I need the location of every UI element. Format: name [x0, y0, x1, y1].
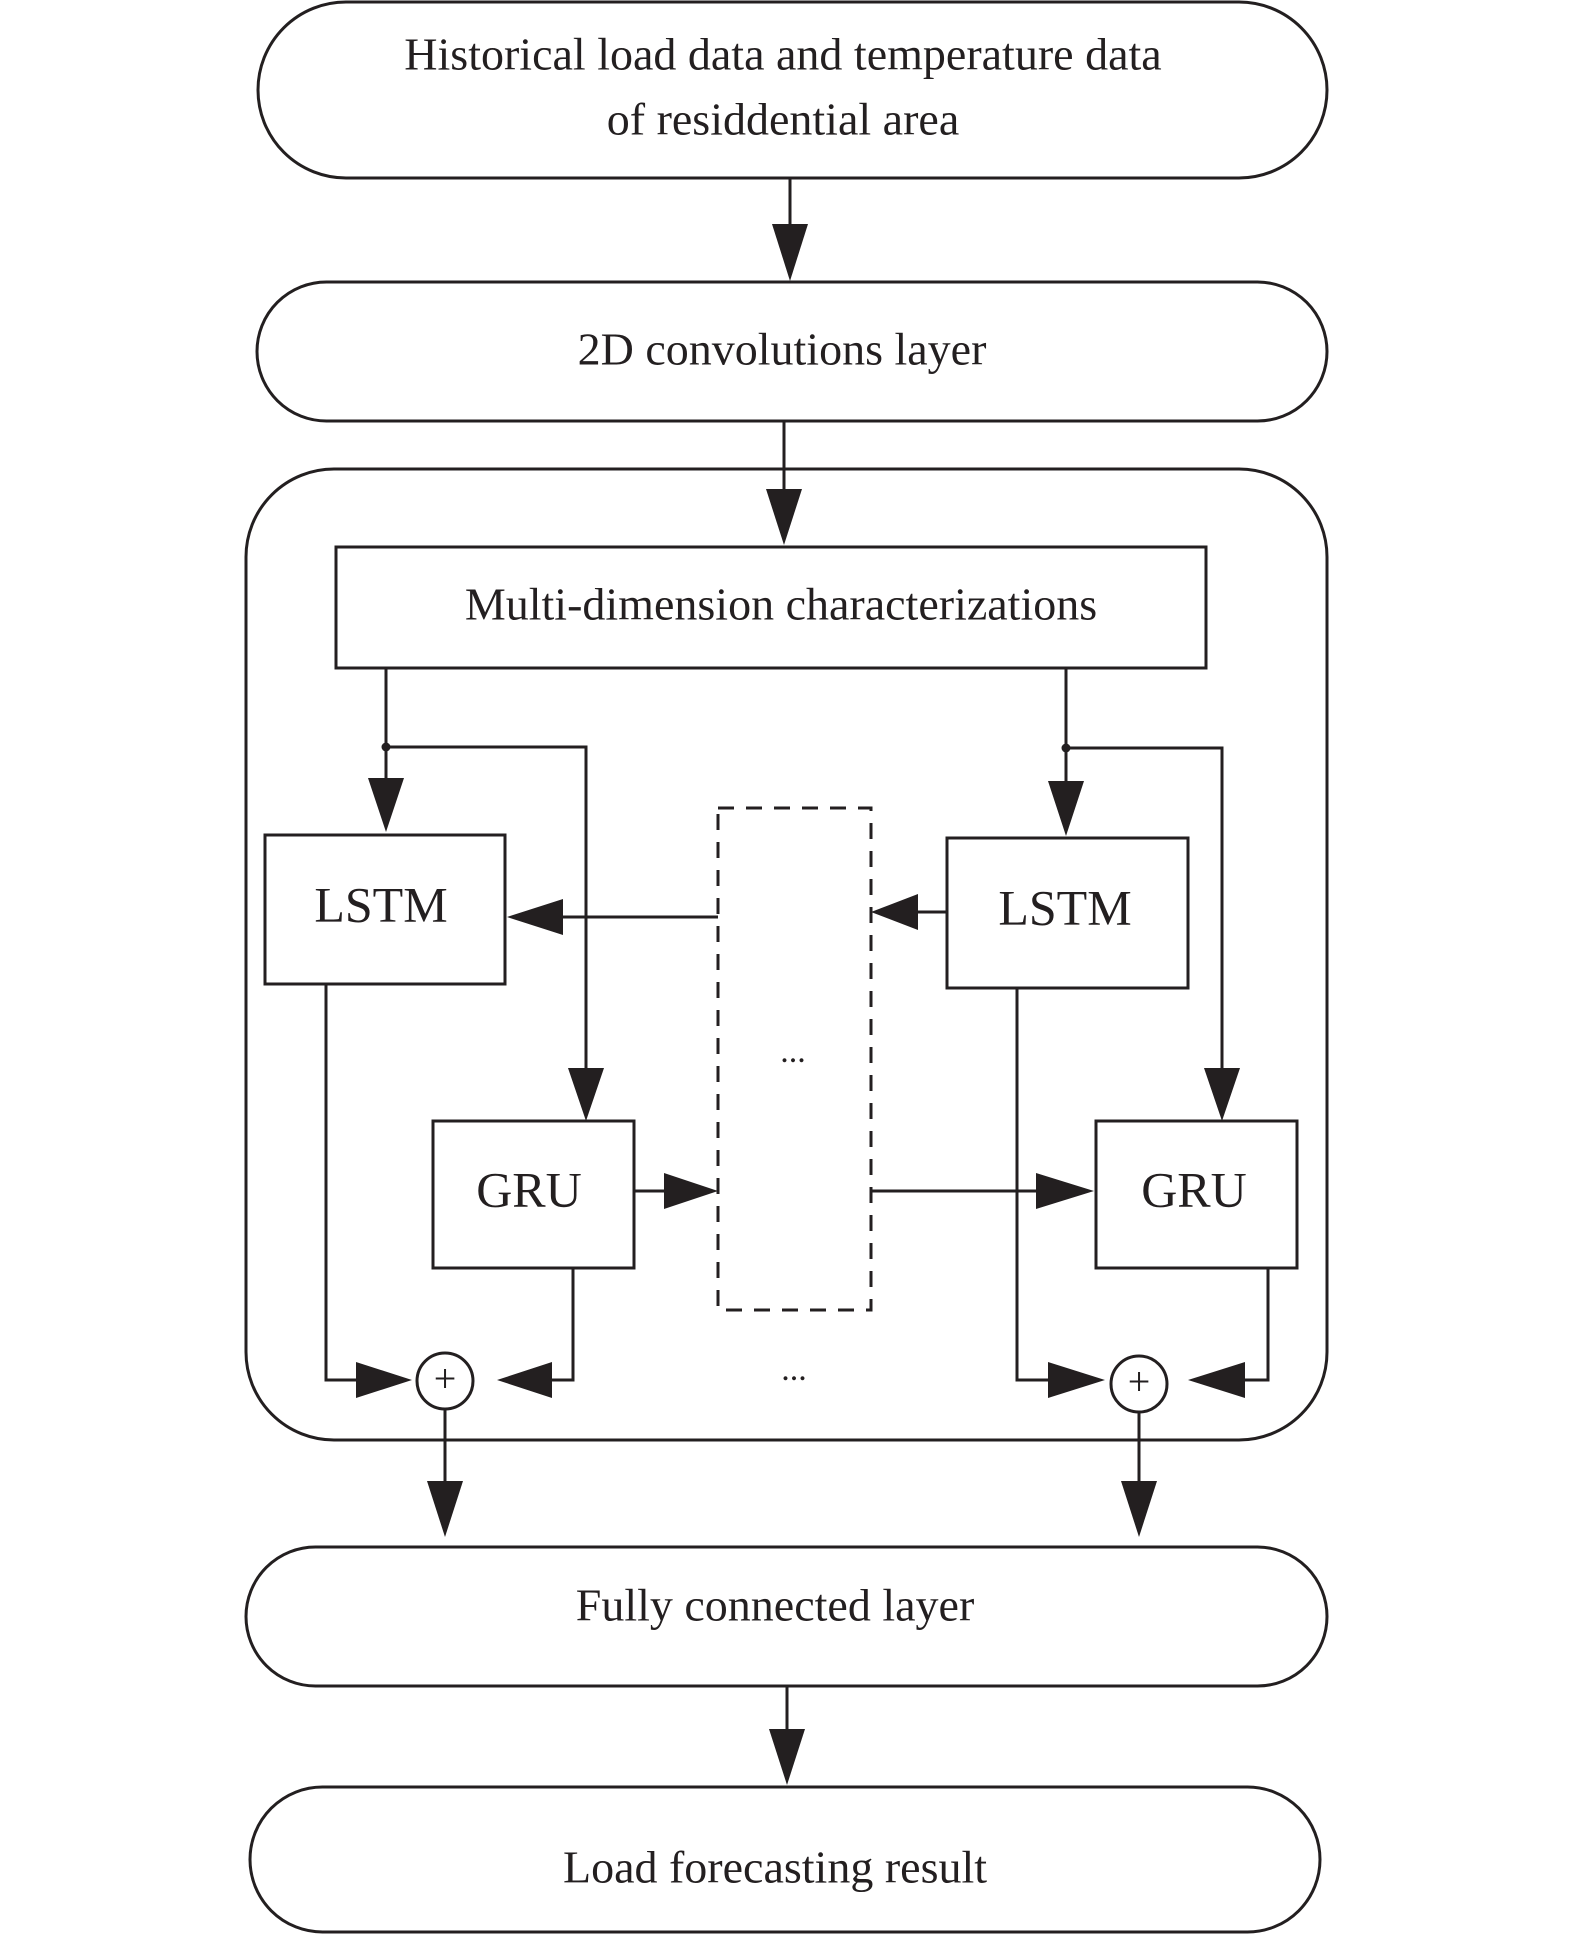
left-lstm-node — [263, 833, 507, 986]
arrow-left-sum-to-fc — [427, 1481, 463, 1537]
arrow-left-gru-to-middle — [664, 1173, 718, 1209]
right-gru-label: GRU — [1141, 1161, 1247, 1217]
conv-layer-node — [255, 280, 1329, 423]
arrow-fc-to-output — [769, 1729, 805, 1785]
arrow-right-sum-to-fc — [1121, 1481, 1157, 1537]
right-gru-to-sum-line — [1241, 1268, 1270, 1382]
arrow-into-left-lstm — [368, 778, 404, 832]
intermediate-units-group — [716, 806, 873, 1312]
multidimension-characterizations-node — [334, 545, 1208, 670]
arrow-left-lstm-to-sum — [356, 1362, 412, 1398]
multidimension-characterizations-label: Multi-dimension characterizations — [465, 579, 1097, 630]
conv-layer-label: 2D convolutions layer — [578, 324, 987, 375]
arrow-into-right-gru — [1204, 1068, 1240, 1121]
right-lstm-to-sum-line — [1015, 988, 1050, 1382]
arrow-input-to-conv — [772, 224, 808, 281]
left-lstm-label: LSTM — [314, 876, 447, 932]
output-node — [248, 1785, 1322, 1934]
right-gru-node — [1094, 1119, 1299, 1270]
input-node-label-line1: Historical load data and temperature dat… — [404, 29, 1161, 80]
left-gru-label: GRU — [476, 1161, 582, 1217]
right-lstm-label: LSTM — [998, 879, 1131, 935]
left-gru-to-sum-line — [548, 1268, 575, 1382]
intermediate-units-ellipsis: ... — [780, 1033, 806, 1070]
arrow-middle-to-left-lstm — [507, 899, 563, 935]
right-branch-to-gru-line — [1066, 746, 1224, 1072]
right-sum-symbol: + — [1128, 1359, 1151, 1404]
arrow-into-right-lstm — [1048, 781, 1084, 836]
left-lstm-to-sum-line — [324, 984, 360, 1382]
input-node — [256, 0, 1329, 180]
bottom-ellipsis: ... — [781, 1351, 807, 1388]
hybrid-model-container — [244, 467, 1329, 1442]
left-branch-to-gru-line — [386, 745, 588, 1072]
arrow-conv-to-multidim — [766, 489, 802, 545]
arrow-middle-to-right-gru — [1036, 1173, 1094, 1209]
arrow-into-left-gru — [568, 1068, 604, 1121]
left-gru-node — [431, 1119, 636, 1270]
fully-connected-layer-label: Fully connected layer — [576, 1580, 975, 1631]
output-node-label: Load forecasting result — [563, 1842, 987, 1893]
arrow-left-gru-to-sum — [497, 1362, 552, 1398]
left-sum-symbol: + — [434, 1356, 457, 1401]
input-node-label-line2: of residdential area — [607, 94, 959, 145]
arrow-right-lstm-to-sum — [1048, 1362, 1105, 1398]
arrow-right-gru-to-sum — [1188, 1362, 1245, 1398]
arrow-right-lstm-to-middle — [871, 894, 918, 930]
